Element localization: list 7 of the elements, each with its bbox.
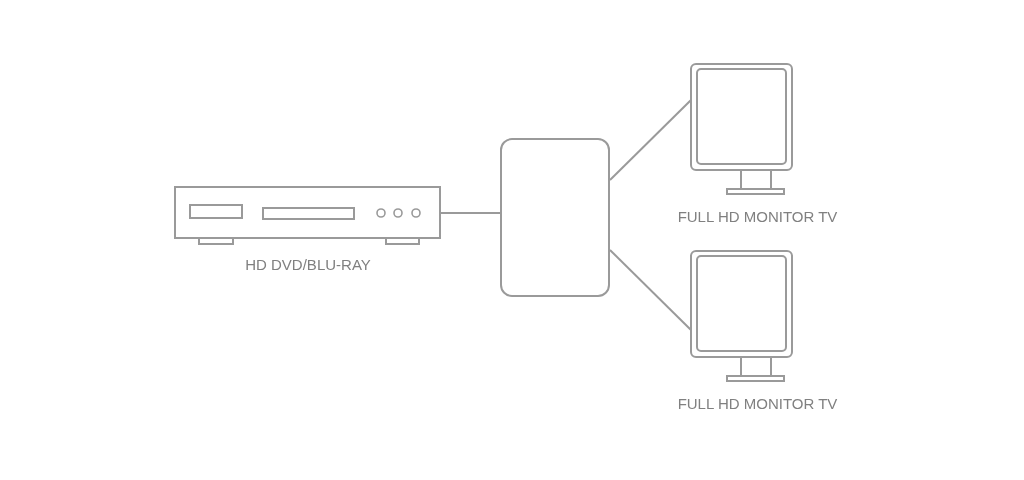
device-caption: FULL HD MONITOR TV bbox=[677, 395, 838, 412]
cable-line bbox=[439, 212, 501, 214]
device-caption: FULL HD MONITOR TV bbox=[677, 208, 838, 225]
splitter-box bbox=[500, 138, 610, 297]
cable-line bbox=[609, 99, 692, 181]
cable-line bbox=[609, 249, 692, 331]
device-caption: HD DVD/BLU-RAY bbox=[245, 256, 371, 273]
